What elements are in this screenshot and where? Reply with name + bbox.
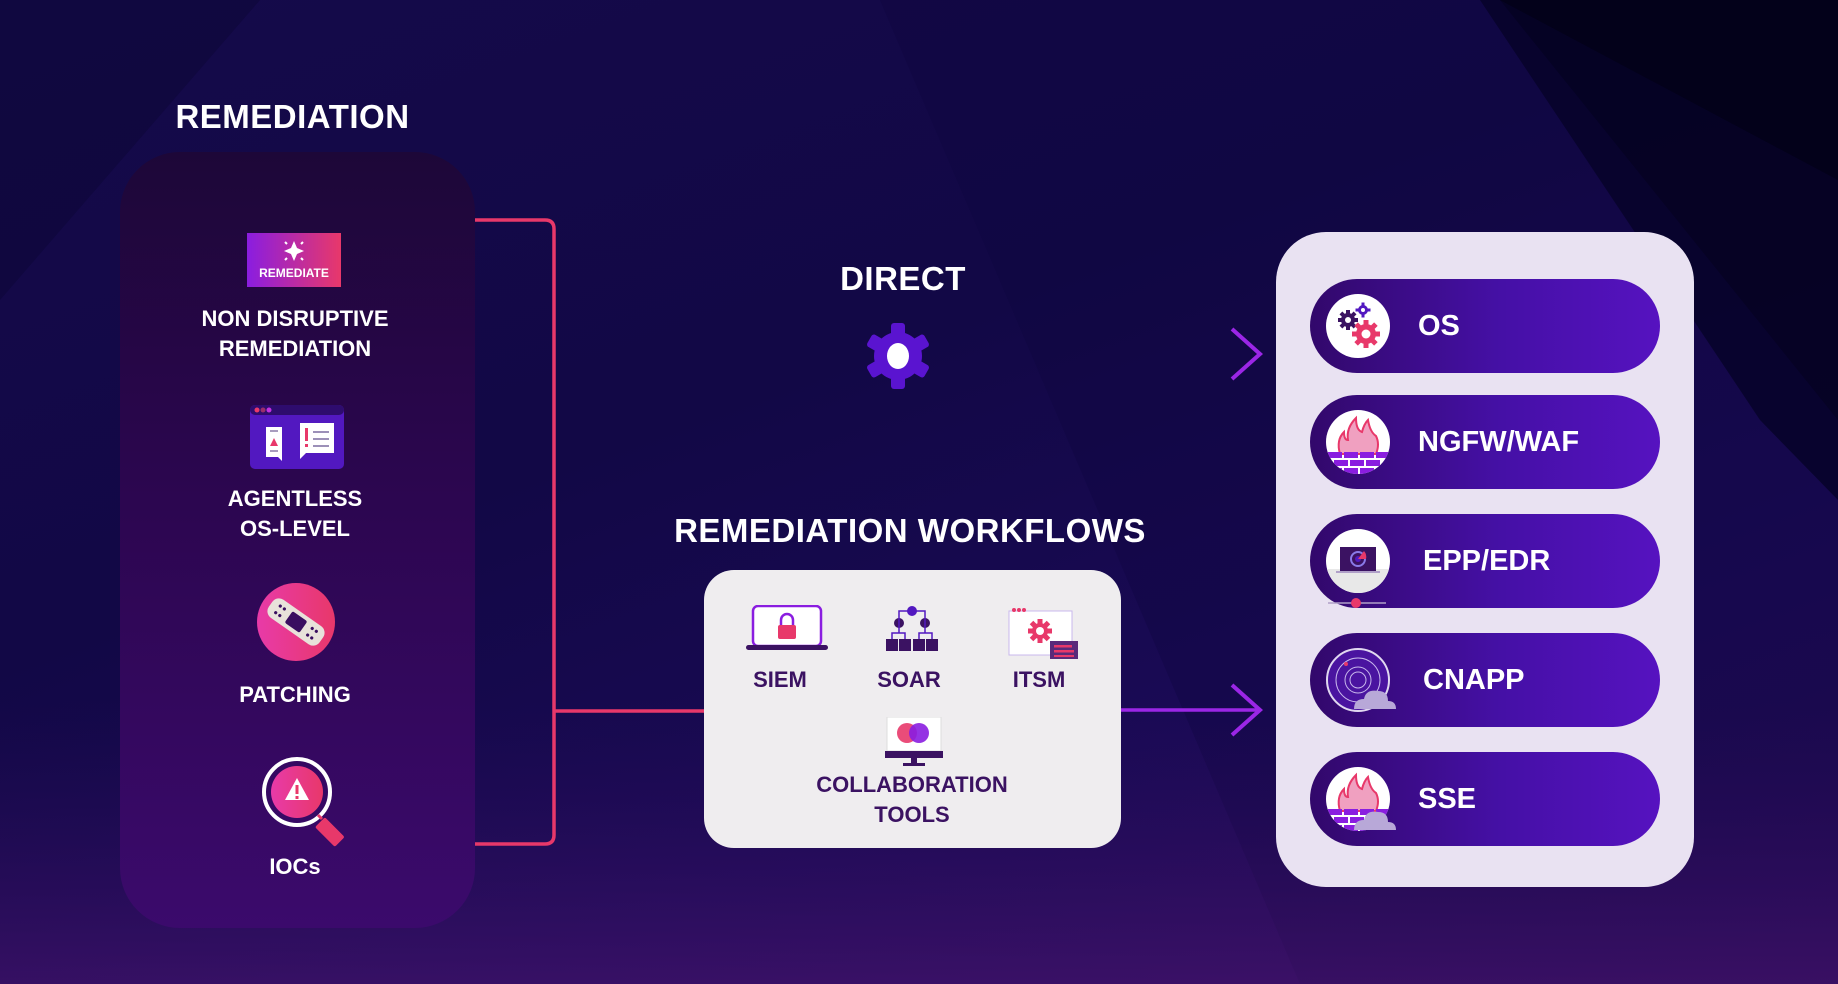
direct-title: DIRECT [840, 260, 966, 297]
laptop-lock-icon [746, 605, 828, 650]
bracket-line [475, 218, 556, 846]
target-ngfw-waf[interactable]: NGFW/WAF [1310, 395, 1660, 489]
item-patching-label: PATCHING [239, 682, 351, 707]
target-sse-label: SSE [1418, 783, 1477, 815]
browser-alert-icon [250, 405, 344, 469]
label-line1: AGENTLESS [227, 486, 363, 511]
direct-arrowhead [1230, 327, 1264, 381]
label-line2: TOOLS [874, 802, 950, 827]
remediation-title: REMEDIATION [175, 98, 410, 135]
remediate-badge-icon: REMEDIATE [247, 233, 341, 287]
target-cnapp[interactable]: CNAPP [1310, 633, 1660, 727]
item-agentless-label: AGENTLESS OS-LEVEL [145, 484, 445, 544]
workflow-arrowhead [1230, 683, 1264, 737]
target-epp-edr[interactable]: EPP/EDR [1310, 514, 1660, 608]
window-gear-icon [1008, 608, 1078, 659]
workflow-collaboration-label: COLLABORATION TOOLS [762, 770, 1062, 830]
label-line1: NON DISRUPTIVE [201, 306, 389, 331]
magnifier-warning-icon [262, 757, 344, 847]
target-os-label: OS [1418, 310, 1460, 342]
workflow-siem-label: SIEM [753, 667, 807, 692]
cloud-icon [1354, 811, 1396, 830]
gears-icon [1326, 294, 1390, 358]
workflows-title: REMEDIATION WORKFLOWS [674, 512, 1146, 549]
target-ngfw-waf-label: NGFW/WAF [1418, 426, 1580, 458]
skull-slider-icon [1328, 598, 1386, 608]
gear-icon [867, 323, 929, 389]
laptop-radar-icon [1326, 529, 1390, 593]
workflow-itsm-label: ITSM [1012, 667, 1066, 692]
item-iocs-label: IOCs [269, 854, 321, 879]
label-line1: COLLABORATION [816, 772, 1008, 797]
remediate-badge-text: REMEDIATE [259, 266, 329, 280]
item-non-disruptive-label: NON DISRUPTIVE REMEDIATION [145, 304, 445, 364]
workflow-soar-label: SOAR [877, 667, 941, 692]
monitor-circles-icon [885, 717, 943, 766]
label-line2: OS-LEVEL [239, 516, 350, 541]
firewall-icon [1326, 410, 1390, 474]
target-os[interactable]: OS [1310, 279, 1660, 373]
cloud-icon [1354, 690, 1396, 709]
target-epp-edr-label: EPP/EDR [1423, 545, 1551, 577]
sparkle-icon [284, 241, 304, 261]
hierarchy-icon [886, 606, 938, 651]
target-sse[interactable]: SSE [1310, 752, 1660, 846]
label-line2: REMEDIATION [218, 336, 372, 361]
target-cnapp-label: CNAPP [1423, 664, 1525, 696]
bandage-icon [257, 583, 335, 661]
